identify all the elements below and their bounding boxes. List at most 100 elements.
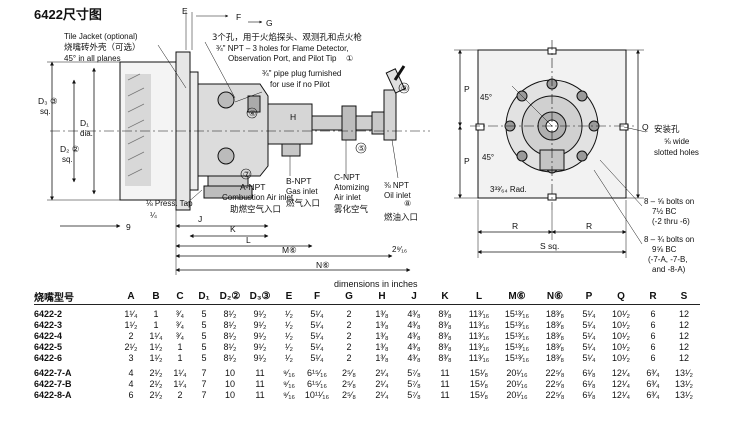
model-cell: 6422-8-A	[34, 389, 72, 400]
label-d1: D₁	[80, 118, 89, 128]
value-cell: 10	[224, 389, 235, 400]
value-cell: 13¹⁄₂	[674, 378, 693, 389]
mount-label-cn: 安装孔	[654, 124, 680, 135]
value-cell: 1¹⁄₄	[173, 378, 187, 389]
value-cell: 2	[346, 352, 352, 363]
value-cell: 5¹⁄₄	[582, 341, 596, 352]
value-cell: 6¹⁄₈	[582, 378, 596, 389]
value-cell: 12	[678, 341, 689, 352]
value-cell: 15¹⁄₈	[469, 389, 489, 400]
value-cell: 12¹⁄₄	[611, 389, 631, 400]
value-cell: 10¹⁄₂	[611, 308, 630, 319]
a-npt-label-cn: 助燃空气入口	[230, 204, 281, 215]
value-cell: ⁹⁄₁₆	[282, 389, 296, 400]
side-view	[47, 12, 430, 275]
value-cell: 7	[201, 378, 207, 389]
value-cell: 6³⁄₄	[646, 389, 660, 400]
model-cell: 6422-5	[34, 341, 63, 352]
value-cell: 9¹⁄₂	[253, 319, 267, 330]
model-cell: 6422-7-A	[34, 367, 72, 378]
value-cell: 11³⁄₁₆	[468, 319, 490, 330]
value-cell: 1³⁄₈	[375, 341, 389, 352]
label-l: L	[246, 235, 251, 245]
value-cell: 18³⁄₈	[545, 352, 565, 363]
header-cell: D₁	[192, 289, 216, 305]
label-d3: D₃ ③	[38, 96, 58, 106]
value-cell: 2¹⁄₂	[149, 389, 163, 400]
value-cell: 6¹⁄₈	[582, 389, 596, 400]
header-cell: S	[668, 289, 700, 305]
value-cell: 10	[224, 378, 235, 389]
note-1-marker: ①	[346, 54, 353, 63]
value-cell: 22⁵⁄₈	[545, 389, 565, 400]
tile-jacket-label: Tile Jacket (optional)	[64, 32, 138, 41]
value-cell: 11	[440, 367, 450, 378]
a-npt-label-1: A-NPT	[240, 182, 266, 192]
c-npt-label-3: Air inlet	[334, 193, 361, 202]
bolts-small-2: 7½ BC	[652, 207, 677, 216]
value-cell: 1¹⁄₂	[149, 352, 163, 363]
note-5-marker: ⑤	[358, 144, 365, 153]
header-cell: K	[430, 289, 460, 305]
model-cell: 6422-2	[34, 308, 63, 319]
value-cell: 8¹⁄₂	[223, 330, 237, 341]
label-d3-sq: sq.	[40, 107, 51, 116]
value-cell: 2¹⁄₄	[375, 378, 389, 389]
value-cell: 15¹³⁄₁₆	[504, 319, 530, 330]
value-cell: 1¹⁄₄	[173, 367, 187, 378]
value-cell: 2	[346, 341, 352, 352]
c-npt-label-cn: 雾化空气	[334, 204, 369, 215]
value-cell: 6	[128, 389, 134, 400]
value-cell: 5¹⁄₄	[582, 308, 596, 319]
value-cell: 5¹⁄₄	[582, 330, 596, 341]
value-cell: 1¹⁄₂	[149, 341, 163, 352]
page-title: 6422尺寸图	[34, 7, 102, 22]
value-cell: 1	[177, 341, 183, 352]
value-cell: ¹⁄₂	[285, 352, 293, 363]
value-cell: 5¹⁄₄	[582, 352, 596, 363]
b-npt-label-2: Gas inlet	[286, 187, 318, 196]
header-cell: B	[144, 289, 168, 305]
value-cell: 5¹⁄₄	[310, 319, 324, 330]
value-cell: 2¹⁄₄	[375, 367, 389, 378]
value-cell: 10¹¹⁄₁₆	[304, 389, 330, 400]
pipe-plug-label-2: for use if no Pilot	[270, 80, 330, 89]
bolts-large-1: 8 – ¾ bolts on	[644, 235, 694, 244]
value-cell: 22⁵⁄₈	[545, 367, 565, 378]
c-npt-label-1: C-NPT	[334, 172, 360, 182]
value-cell: 5⁷⁄₈	[407, 378, 421, 389]
value-cell: 2⁵⁄₈	[342, 389, 356, 400]
value-cell: 6	[650, 330, 656, 341]
value-cell: 7	[201, 389, 207, 400]
value-cell: 4³⁄₈	[407, 319, 421, 330]
header-cell: D₂②	[216, 289, 244, 305]
value-cell: 11³⁄₁₆	[468, 330, 490, 341]
oil-label-1: ⅜ NPT	[384, 181, 409, 190]
header-cell: L	[460, 289, 498, 305]
label-f: F	[236, 12, 241, 22]
header-cell: F	[302, 289, 332, 305]
value-cell: 1³⁄₈	[375, 308, 389, 319]
press-tap-label: ⅛ Press. Tap	[146, 199, 193, 208]
value-cell: 5	[201, 352, 207, 363]
tile-jacket-label-cn: 烧嘴砖外壳（可选）	[64, 42, 141, 53]
value-cell: 7	[201, 367, 207, 378]
value-cell: 15¹³⁄₁₆	[504, 330, 530, 341]
label-e: E	[182, 6, 188, 16]
bolts-large-2: 9⅝ BC	[652, 245, 677, 254]
c-npt-label-2: Atomizing	[334, 183, 369, 192]
value-cell: 2	[346, 330, 352, 341]
label-s: S sq.	[540, 241, 559, 251]
label-q: Q	[642, 122, 649, 132]
header-model: 烧嘴型号	[34, 289, 118, 305]
b-npt-label-1: B-NPT	[286, 176, 312, 186]
value-cell: 5	[201, 341, 207, 352]
value-cell: 5¹⁄₄	[310, 341, 324, 352]
value-cell: ¹⁄₂	[285, 330, 293, 341]
value-cell: 6	[650, 308, 656, 319]
